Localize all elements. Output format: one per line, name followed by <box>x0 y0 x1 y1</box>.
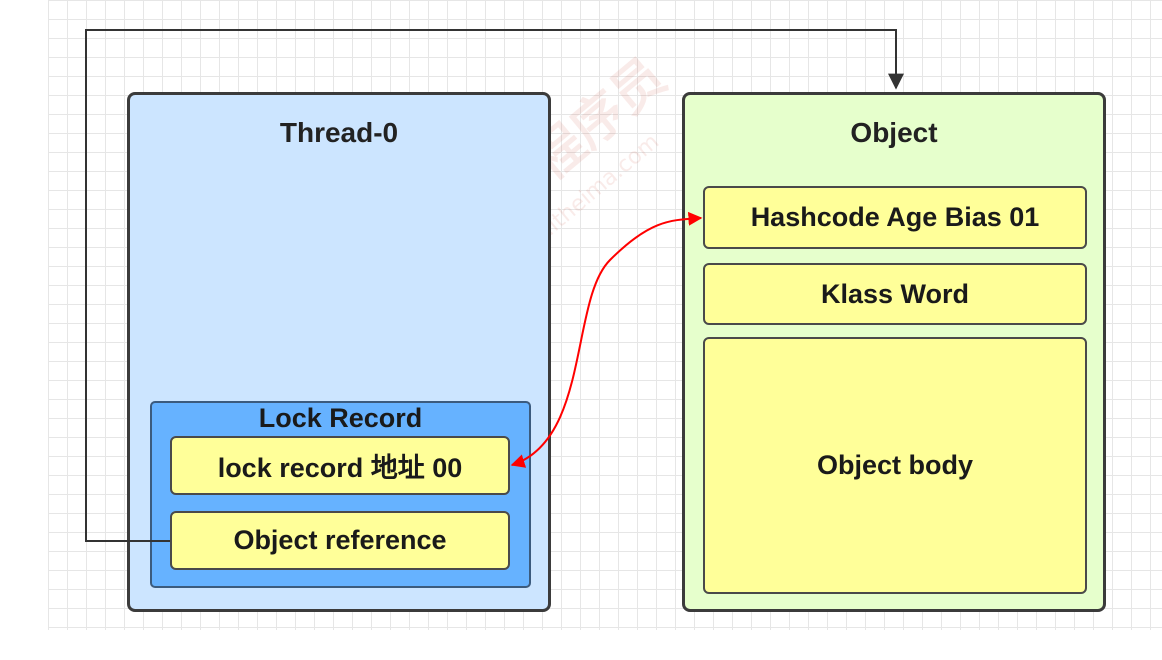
object-body-label: Object body <box>816 450 973 480</box>
lock-record-address-cell[interactable]: lock record 地址 00 <box>170 436 510 495</box>
object-reference-cell[interactable]: Object reference <box>170 511 510 570</box>
klass-word-label: Klass Word <box>820 278 970 309</box>
lock-record-address-label: lock record 地址 00 <box>217 453 463 483</box>
mark-word-cell[interactable]: Hashcode Age Bias 01 <box>703 186 1087 249</box>
lock-record-title: Lock Record <box>258 403 423 433</box>
object-body-cell[interactable]: Object body <box>703 337 1087 594</box>
object-title: Object <box>850 117 938 148</box>
object-reference-label: Object reference <box>233 525 447 555</box>
klass-word-cell[interactable]: Klass Word <box>703 263 1087 325</box>
thread-title: Thread-0 <box>279 117 399 148</box>
mark-word-label: Hashcode Age Bias 01 <box>750 202 1040 232</box>
